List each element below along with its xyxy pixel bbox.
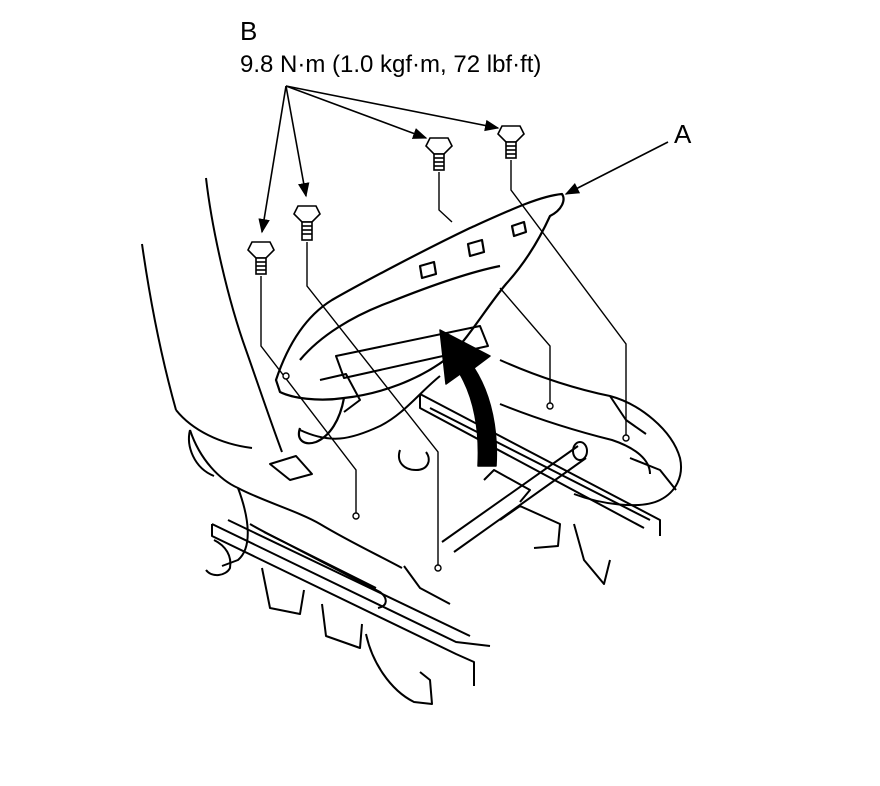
bolt-front-right [293,205,321,241]
bolt-leader-lines [258,85,500,234]
seat-back-cover [274,192,565,445]
seat-cushion-frame [499,359,682,507]
seat-back [141,177,283,453]
bolt-rear-right [497,125,525,159]
bolt-rear-left [425,137,453,171]
label-a: A [674,119,692,149]
seat-mechanism [261,449,611,705]
bolt-front-left [247,241,275,275]
seat-rails [211,393,661,686]
label-b: B [240,16,257,46]
removal-direction-arrow [439,329,498,467]
mounting-holes [282,372,630,572]
cover-leader-line [564,141,669,195]
seat-frame-left [188,429,403,576]
bolt-alignment-lines [260,160,627,566]
torque-spec-label: 9.8 N·m (1.0 kgf·m, 72 lbf·ft) [240,51,541,78]
